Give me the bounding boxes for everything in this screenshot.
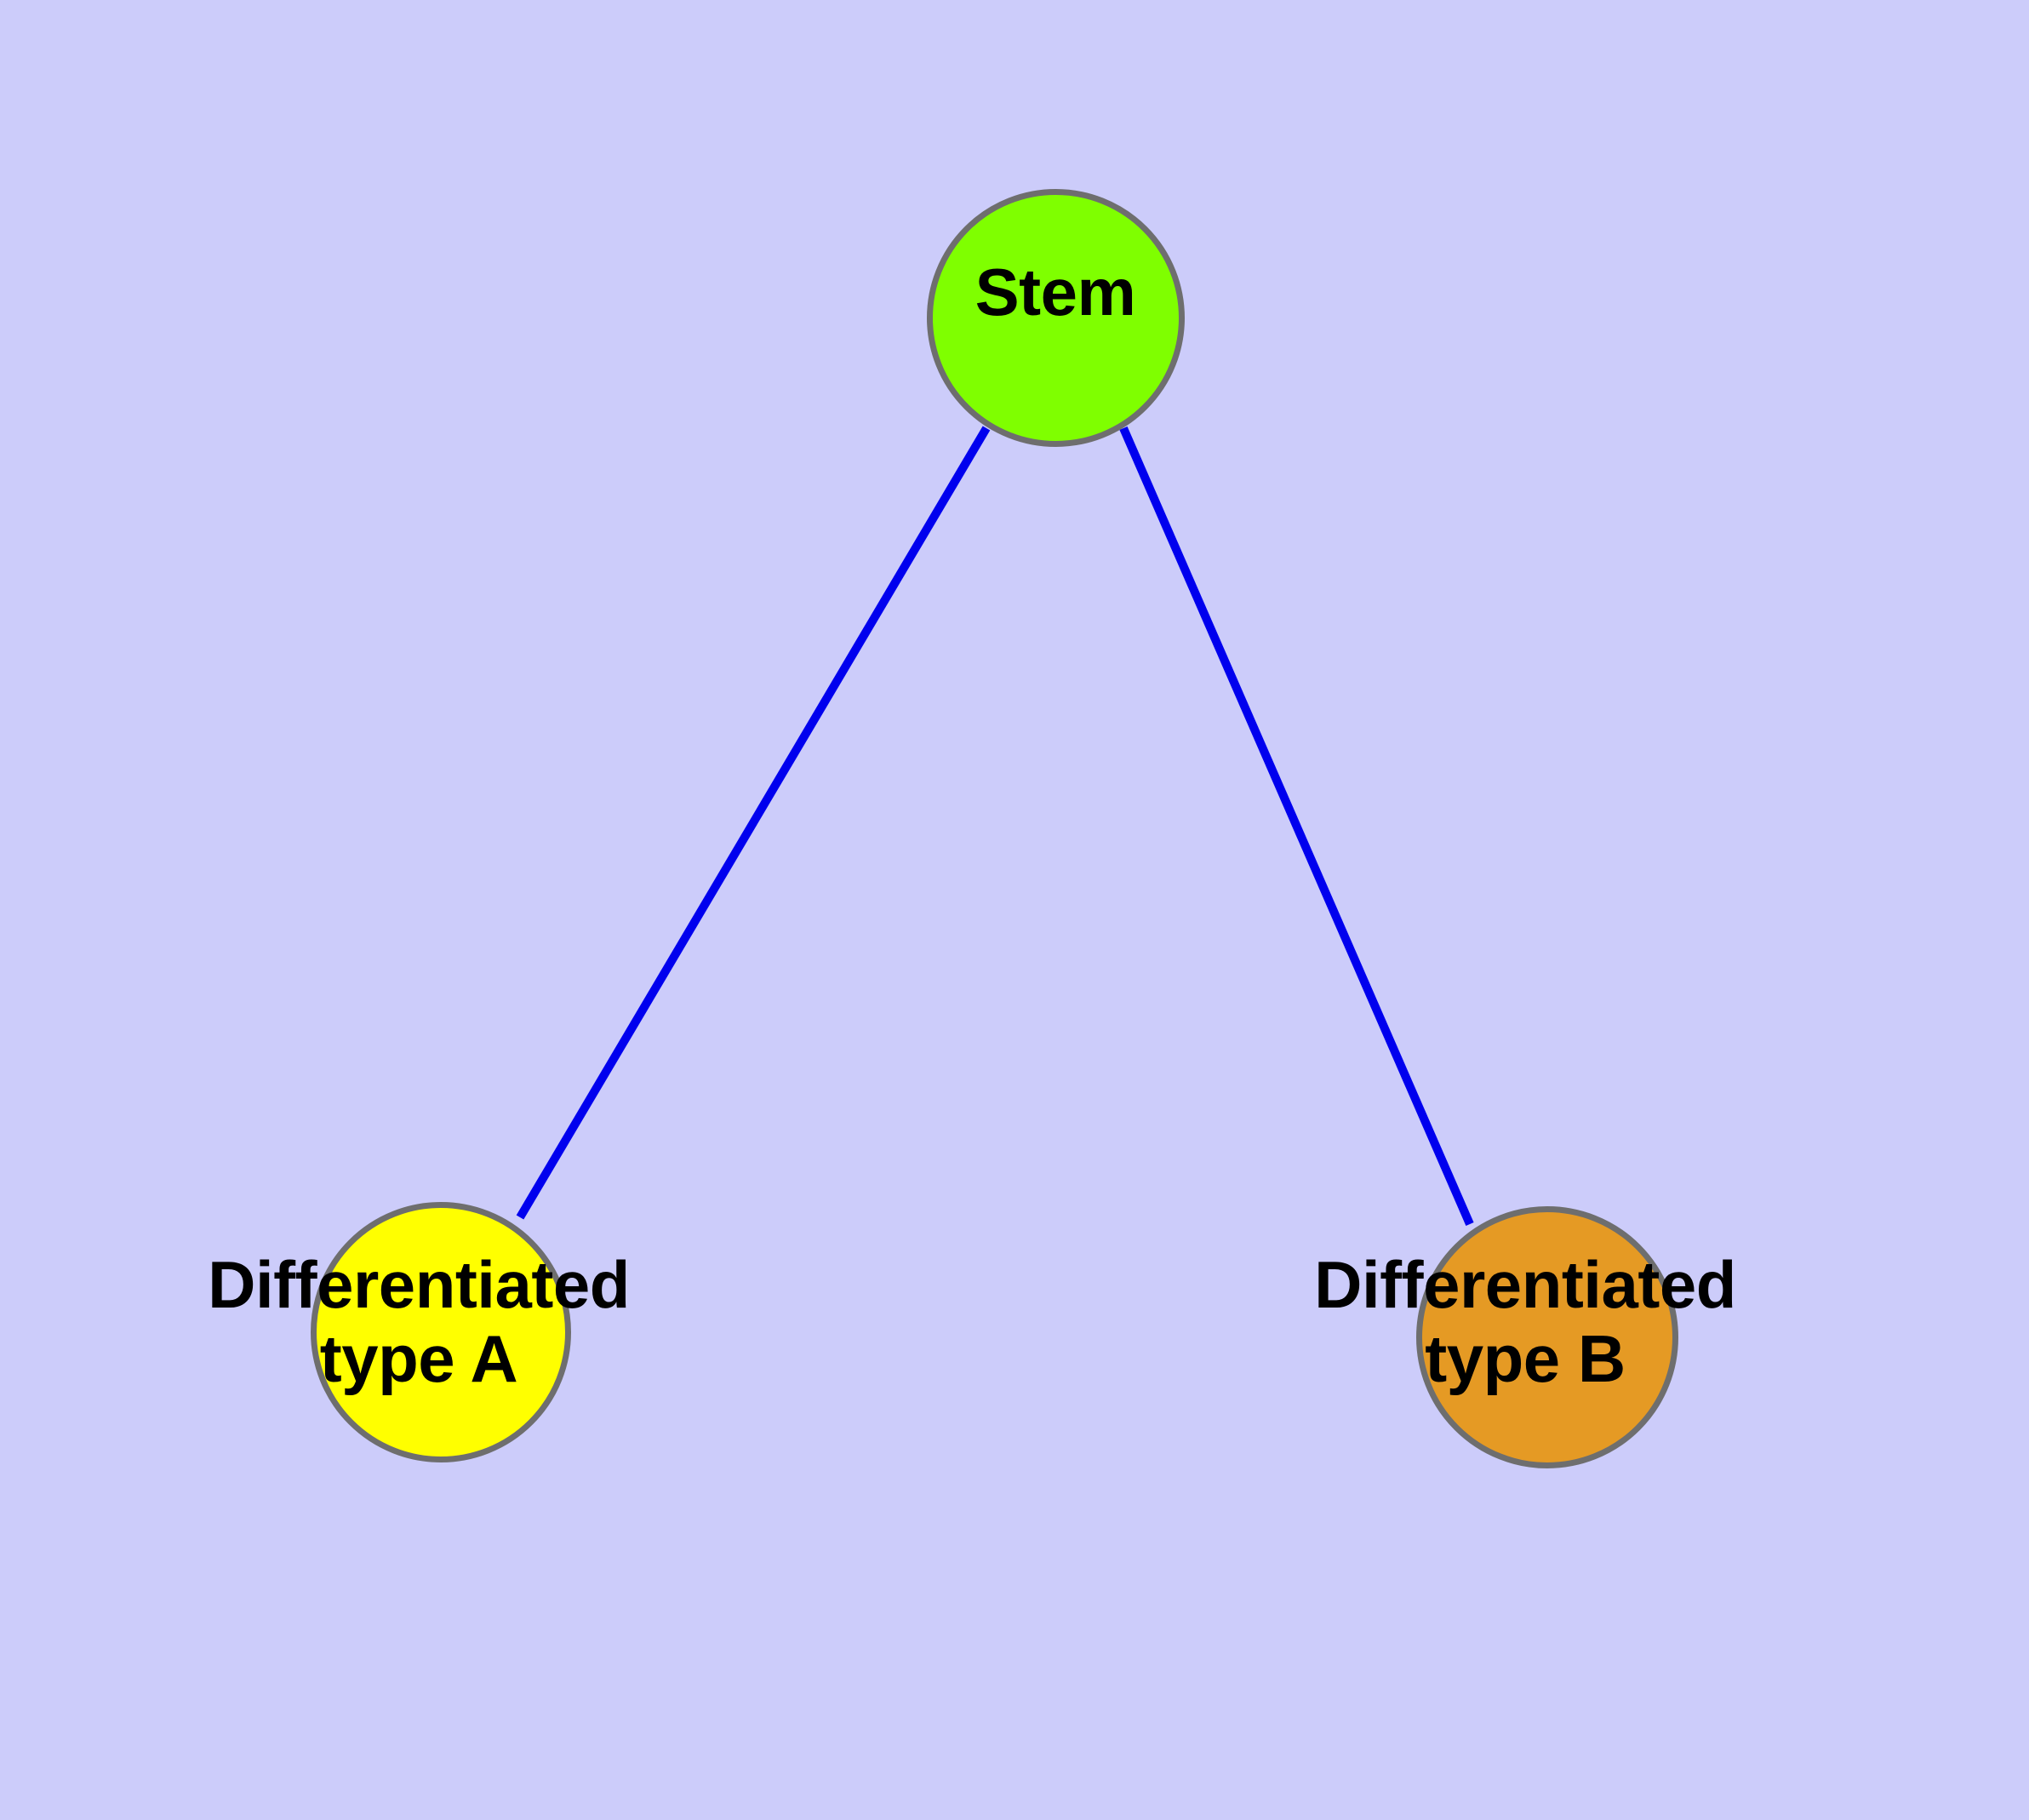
node-stem[interactable] xyxy=(927,189,1185,447)
node-differentiated-type-b[interactable] xyxy=(1416,1206,1678,1468)
edge-stem-to-differentiated-type-a[interactable] xyxy=(516,426,991,1220)
edge-stem-to-differentiated-type-b[interactable] xyxy=(1119,426,1474,1226)
node-differentiated-type-a[interactable] xyxy=(311,1202,571,1462)
